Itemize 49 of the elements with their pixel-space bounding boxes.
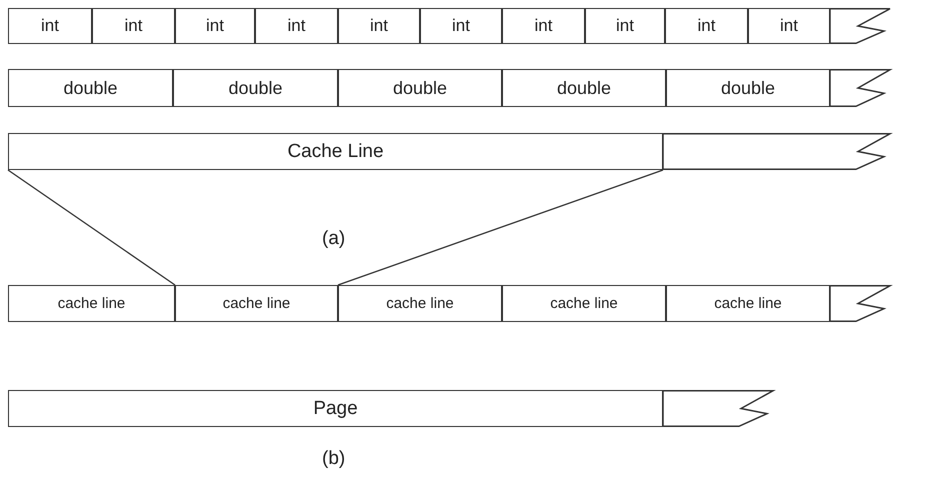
memory-cell — [173, 69, 338, 107]
memory-cell — [92, 8, 175, 44]
continuation-cell — [663, 390, 773, 427]
memory-cell — [420, 8, 502, 44]
cell-label: cache line — [550, 295, 618, 312]
cell-label: cache line — [58, 295, 126, 312]
cell-label: int — [124, 16, 142, 36]
cell-label: int — [452, 16, 470, 36]
cell-label: int — [534, 16, 552, 36]
cell-label: double — [228, 78, 283, 98]
part-label: (a) — [322, 228, 346, 250]
continuation-cell — [830, 285, 890, 322]
memory-cell — [175, 8, 255, 44]
memory-cell — [255, 8, 338, 44]
memory-cell — [8, 69, 173, 107]
cell-label: cache line — [222, 295, 290, 312]
memory-cell — [585, 8, 665, 44]
memory-cell — [338, 8, 420, 44]
expansion-line — [338, 169, 664, 286]
memory-cell — [665, 8, 748, 44]
cell-label: double — [63, 78, 118, 98]
memory-cell — [502, 8, 585, 44]
cell-label: Cache Line — [287, 140, 384, 162]
memory-cell — [175, 285, 338, 322]
cell-label: int — [288, 16, 306, 36]
cell-label: double — [392, 78, 448, 98]
cell-label: int — [206, 16, 224, 36]
cell-label: double — [556, 78, 612, 98]
memory-cell — [8, 285, 175, 322]
memory-cell — [338, 285, 502, 322]
continuation-cell — [830, 8, 890, 44]
memory-cell — [502, 285, 666, 322]
expansion-line — [8, 169, 176, 286]
cell-label: int — [41, 16, 59, 36]
cell-label: int — [780, 16, 798, 36]
memory-cell — [502, 69, 666, 107]
cell-label: int — [698, 16, 716, 36]
cell-label: Page — [313, 398, 358, 420]
memory-cell — [748, 8, 830, 44]
continuation-cell — [830, 69, 890, 107]
cell-label: cache line — [386, 295, 454, 312]
cell-label: cache line — [714, 295, 782, 312]
continuation-cell — [663, 133, 890, 170]
memory-cell — [338, 69, 502, 107]
cell-label: double — [720, 78, 776, 98]
part-label: (b) — [322, 448, 346, 470]
cell-label: int — [616, 16, 634, 36]
cell-label: int — [370, 16, 388, 36]
memory-cell — [8, 8, 92, 44]
